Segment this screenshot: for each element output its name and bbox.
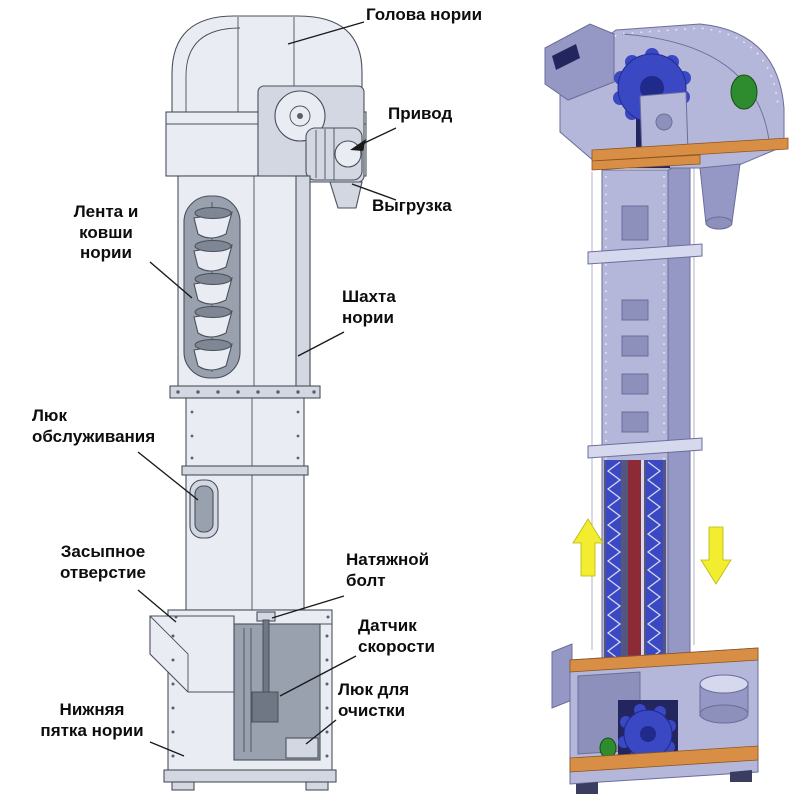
discharge-spout xyxy=(329,181,363,209)
leader-line-service-hatch xyxy=(137,451,199,501)
left-elevator-drawing xyxy=(149,15,367,791)
tension-bolt xyxy=(262,619,270,693)
cleaning-hatch xyxy=(285,737,319,759)
service-hatch xyxy=(189,479,219,539)
boot-inlet-left xyxy=(551,643,573,709)
head-motor-3d xyxy=(544,23,615,101)
column-flange-lower xyxy=(587,437,703,459)
leader-line-tension-bolt xyxy=(271,595,345,619)
leader-line-belt-buckets xyxy=(149,261,193,299)
bucket-strip-left xyxy=(606,460,621,660)
boot-base xyxy=(163,769,337,783)
down-arrow-icon xyxy=(700,526,732,585)
label-inlet: Засыпное отверстие xyxy=(59,542,147,582)
label-speed-sensor: Датчик скорости xyxy=(358,616,435,656)
right-3d-elevator xyxy=(544,23,789,794)
label-shaft: Шахта нории xyxy=(342,287,396,327)
bucket xyxy=(193,207,233,239)
label-service-hatch: Люк обслуживания xyxy=(32,406,156,446)
bucket xyxy=(193,339,233,371)
bucket-cutaway xyxy=(183,195,241,379)
boot-casing xyxy=(149,609,337,791)
head-frame-orange-1 xyxy=(591,137,789,162)
label-cleaning-hatch: Люк для очистки xyxy=(338,680,410,720)
belt-band xyxy=(628,460,641,660)
bucket-strip-right xyxy=(646,460,663,660)
label-discharge: Выгрузка xyxy=(372,196,452,215)
boot-3d xyxy=(551,643,759,794)
leader-line-inlet xyxy=(137,589,177,623)
column-cutaway-3d xyxy=(604,460,666,661)
label-belt-buckets: Лента и ковши нории xyxy=(73,202,139,263)
head-frame-orange-2 xyxy=(591,154,701,171)
head-3d xyxy=(544,23,789,230)
bucket xyxy=(193,306,233,338)
casing-flange xyxy=(169,385,321,399)
bucket xyxy=(193,240,233,272)
leader-arrow-drive xyxy=(350,127,397,151)
leader-line-discharge xyxy=(351,183,397,201)
up-arrow-icon xyxy=(572,518,604,577)
leader-line-head xyxy=(287,21,365,45)
discharge-spout-3d xyxy=(699,163,741,225)
boot-frame-top xyxy=(569,647,759,673)
bucket xyxy=(193,273,233,305)
leader-line-speed-sensor xyxy=(279,655,357,697)
lower-casing xyxy=(181,397,309,611)
drive-assembly xyxy=(257,85,365,209)
leader-line-boot xyxy=(149,741,185,757)
speed-sensor xyxy=(251,691,279,723)
label-boot: Нижняя пятка нории xyxy=(40,700,144,740)
label-head: Голова нории xyxy=(366,5,483,24)
boot-frame-bottom xyxy=(569,745,759,773)
leader-line-shaft xyxy=(297,331,345,357)
green-fitting xyxy=(730,74,758,110)
column-flange-upper xyxy=(587,243,703,265)
label-drive: Привод xyxy=(388,104,453,123)
inlet-hopper xyxy=(149,615,235,693)
leader-line-cleaning-hatch xyxy=(305,719,337,745)
label-tension-bolt: Натяжной болт xyxy=(346,550,430,590)
leader-lines xyxy=(137,21,397,757)
boot-flange-cylinder xyxy=(699,674,749,694)
